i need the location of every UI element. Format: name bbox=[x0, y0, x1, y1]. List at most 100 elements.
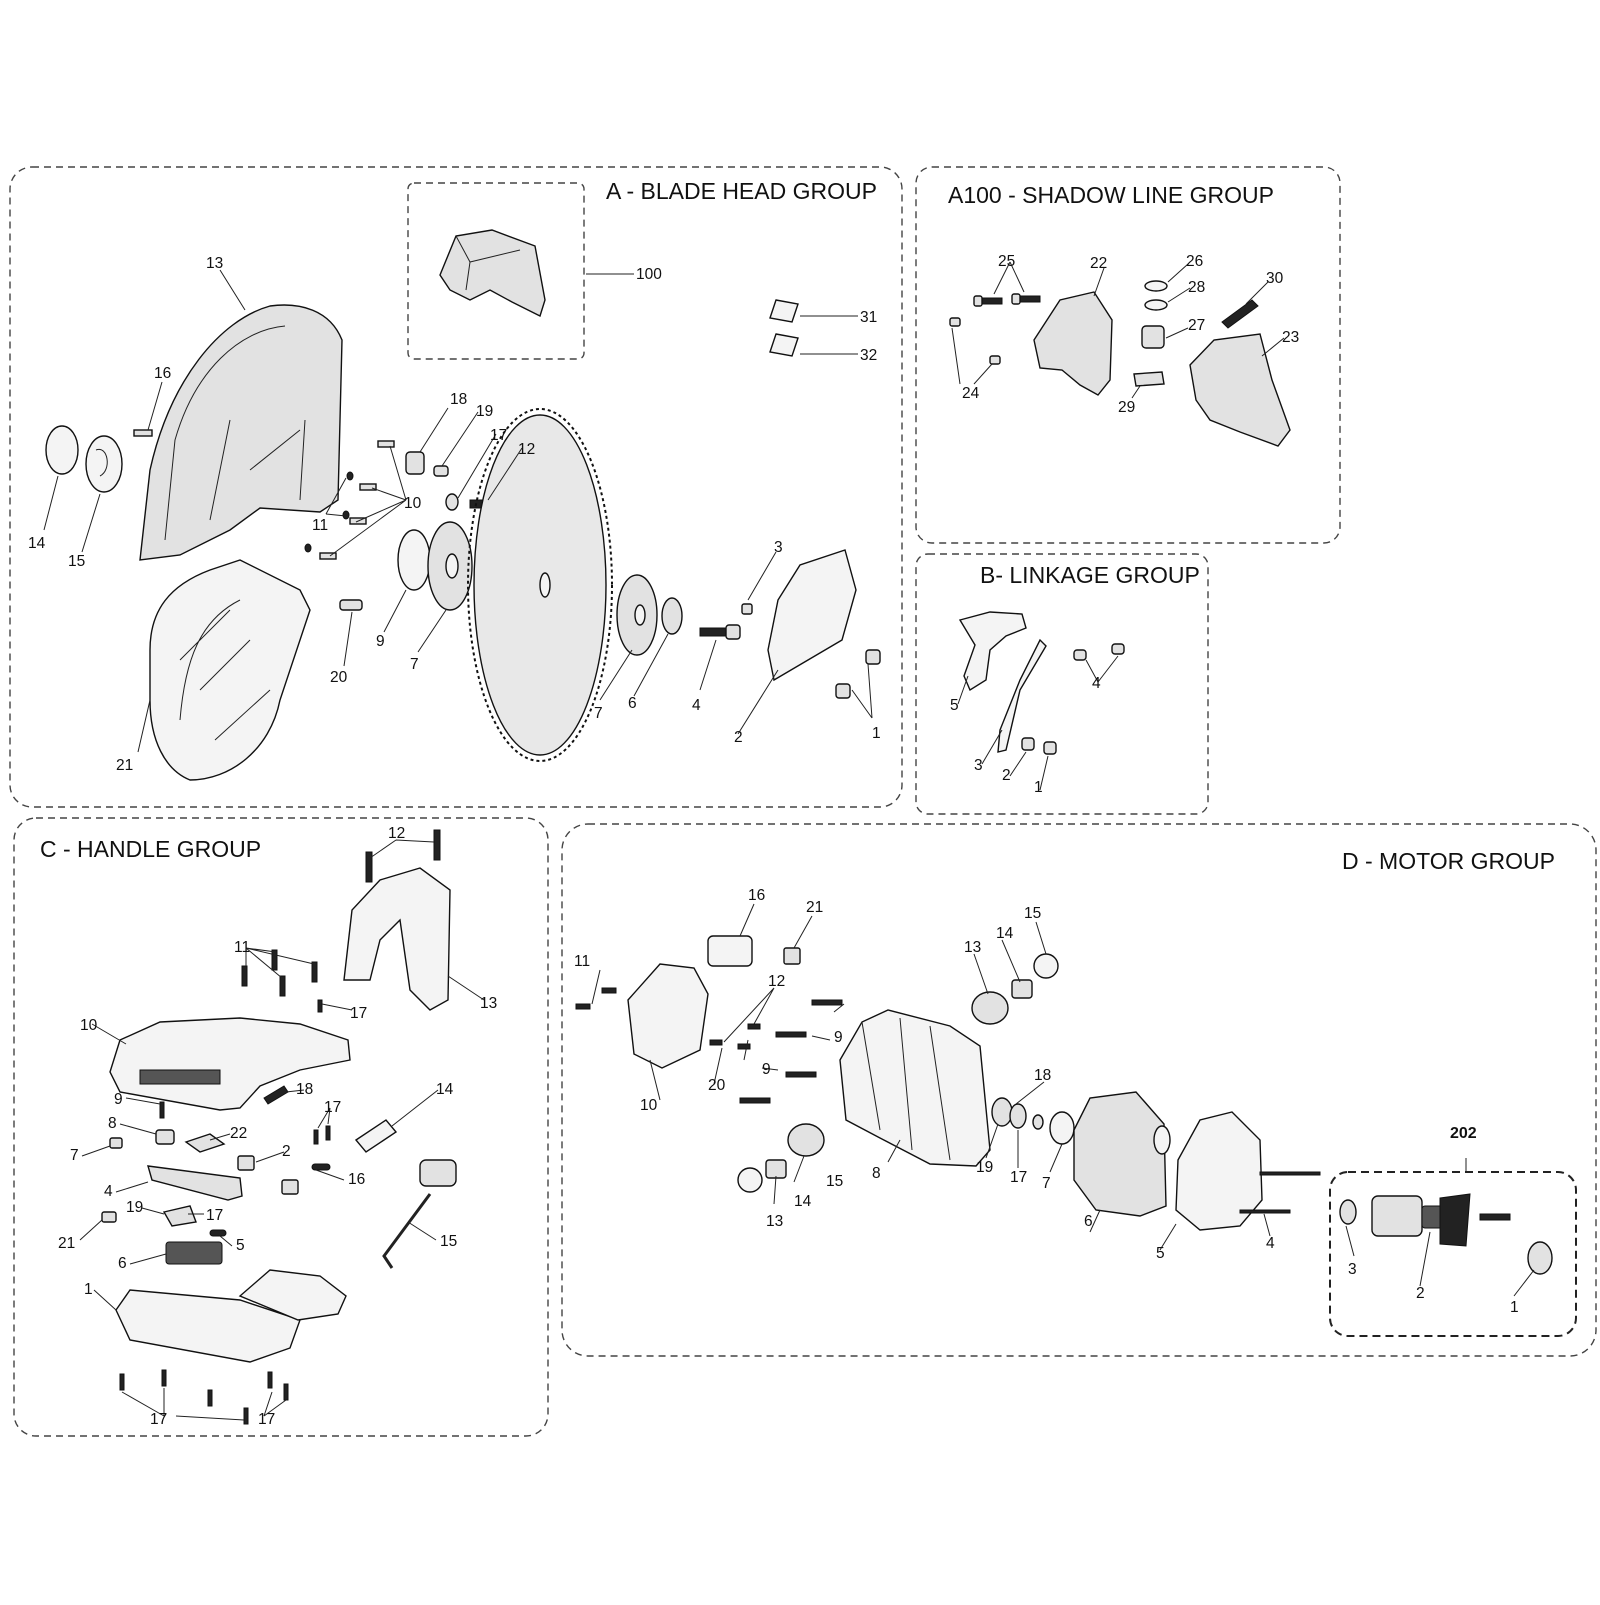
callout-label: 29 bbox=[1118, 399, 1135, 416]
callout-label: 18 bbox=[296, 1081, 313, 1098]
screw-4-parts bbox=[1073, 643, 1125, 661]
callout-label: 10 bbox=[80, 1017, 98, 1034]
subassembly-100-box bbox=[407, 182, 585, 360]
callout-label: 10 bbox=[640, 1097, 658, 1114]
callout-label: 8 bbox=[872, 1165, 881, 1182]
washer-11a-part bbox=[346, 471, 354, 481]
part-19-c bbox=[162, 1205, 197, 1227]
disc-26-part bbox=[1144, 280, 1168, 292]
screw-12-c-parts bbox=[365, 829, 441, 883]
handle-housing-10-part bbox=[109, 1017, 351, 1111]
callout-label: 4 bbox=[1266, 1235, 1275, 1252]
lamp-27-part bbox=[1141, 325, 1165, 349]
callout-label: 14 bbox=[996, 925, 1014, 942]
callout-label: 14 bbox=[28, 535, 46, 552]
screw-20-d-part bbox=[737, 1043, 751, 1050]
screw-17-c-parts bbox=[313, 999, 331, 1145]
part-19 bbox=[433, 465, 449, 477]
callout-label: 12 bbox=[768, 973, 785, 990]
callout-label: 7 bbox=[410, 656, 419, 673]
callout-label: 16 bbox=[348, 1171, 365, 1188]
callout-label: 14 bbox=[436, 1081, 454, 1098]
callout-label: 1 bbox=[872, 725, 881, 742]
lower-blade-guard-part bbox=[149, 559, 311, 781]
callout-label: 5 bbox=[1156, 1245, 1165, 1262]
callout-label: 9 bbox=[834, 1029, 843, 1046]
callout-label: 3 bbox=[774, 539, 783, 556]
callout-label: 12 bbox=[518, 441, 535, 458]
washer-11c-part bbox=[304, 543, 312, 553]
callout-label: 1 bbox=[1510, 1299, 1519, 1316]
callout-label: 3 bbox=[1348, 1261, 1357, 1278]
grip-14-c-part bbox=[354, 1119, 398, 1153]
callout-label: 32 bbox=[860, 347, 877, 364]
bushing-18-part bbox=[405, 451, 425, 475]
callouts-c: 12 11 17 13 10 18 17 14 9 8 22 7 2 16 4 … bbox=[58, 825, 497, 1428]
callout-label: 19 bbox=[976, 1159, 993, 1176]
screw-10d-part bbox=[319, 552, 337, 560]
part-16-c bbox=[311, 1163, 331, 1171]
callouts-a100: 25 22 26 28 30 27 23 24 29 bbox=[962, 253, 1299, 416]
screw-11-c-parts bbox=[241, 949, 318, 997]
handle-13-part bbox=[343, 867, 451, 1011]
bracket-22-part bbox=[1033, 291, 1113, 396]
part-17 bbox=[445, 493, 459, 511]
motor-group-box bbox=[561, 823, 1597, 1357]
armature-202-parts bbox=[1339, 1193, 1553, 1275]
callout-label: 26 bbox=[1186, 253, 1203, 270]
part-22-c bbox=[184, 1133, 226, 1153]
cover-plate-2-part bbox=[767, 549, 857, 682]
callout-label: 2 bbox=[1002, 767, 1011, 784]
screw-12-d-parts bbox=[709, 1023, 761, 1046]
callout-label: 22 bbox=[230, 1125, 247, 1142]
callout-label: 23 bbox=[1282, 329, 1299, 346]
callout-label: 18 bbox=[1034, 1067, 1051, 1084]
circlip-9-part bbox=[397, 529, 431, 591]
callout-label: 11 bbox=[312, 517, 328, 534]
cable-15-c-part bbox=[382, 1159, 457, 1269]
callout-label: 18 bbox=[450, 391, 467, 408]
blade-head-group-title: A - BLADE HEAD GROUP bbox=[606, 178, 877, 204]
motor-housing-8-part bbox=[839, 1009, 991, 1167]
plate-29-part bbox=[1133, 371, 1165, 387]
callout-label: 17 bbox=[1010, 1169, 1027, 1186]
callout-label: 19 bbox=[476, 403, 493, 420]
link-5-part bbox=[958, 611, 1027, 692]
callout-label: 12 bbox=[388, 825, 405, 842]
callout-label: 13 bbox=[964, 939, 981, 956]
callout-label: 7 bbox=[594, 705, 603, 722]
screw-9-d-parts bbox=[739, 999, 843, 1104]
part-5-c bbox=[209, 1229, 227, 1237]
callout-label: 31 bbox=[860, 309, 877, 326]
callout-label: 28 bbox=[1188, 279, 1205, 296]
nut-2-part bbox=[1021, 737, 1035, 751]
part-21-c bbox=[101, 1211, 117, 1223]
spring-18-c-part bbox=[263, 1085, 289, 1105]
callouts-a: 13 100 31 32 16 18 19 17 12 10 11 14 15 … bbox=[28, 255, 881, 774]
callout-label: 17 bbox=[258, 1411, 275, 1428]
stator-6-part bbox=[1073, 1091, 1171, 1217]
callout-label: 4 bbox=[104, 1183, 113, 1200]
armature-202-box bbox=[1329, 1171, 1577, 1337]
callout-label: 2 bbox=[1416, 1285, 1425, 1302]
bearing-parts bbox=[991, 1097, 1075, 1145]
screw-10a-part bbox=[377, 440, 395, 448]
link-3-part bbox=[997, 638, 1047, 753]
linkage-group-box bbox=[915, 553, 1209, 815]
cover-c-part bbox=[238, 1269, 347, 1321]
callout-label: 15 bbox=[68, 553, 85, 570]
callout-label: 9 bbox=[376, 633, 385, 650]
bracket-4-c-part bbox=[147, 1165, 243, 1201]
label-32-part bbox=[769, 333, 799, 357]
callout-label: 7 bbox=[70, 1147, 79, 1164]
pin-16-part bbox=[133, 429, 153, 437]
callout-label: 3 bbox=[974, 757, 983, 774]
subassembly-202-label: 202 bbox=[1450, 1125, 1477, 1142]
callout-label: 11 bbox=[574, 953, 590, 970]
callout-label: 9 bbox=[114, 1091, 123, 1108]
callout-label: 16 bbox=[748, 887, 765, 904]
shadow-line-group-box bbox=[915, 166, 1341, 544]
callout-label: 27 bbox=[1188, 317, 1205, 334]
